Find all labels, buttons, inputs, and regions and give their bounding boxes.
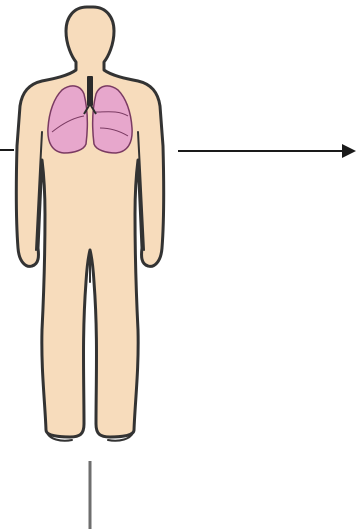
- trachea-tube: [87, 76, 93, 106]
- arrow-right-head: [342, 144, 356, 158]
- arrow-right-icon: [178, 144, 356, 158]
- body-silhouette: [16, 7, 163, 437]
- human-body-figure-icon: [16, 7, 163, 441]
